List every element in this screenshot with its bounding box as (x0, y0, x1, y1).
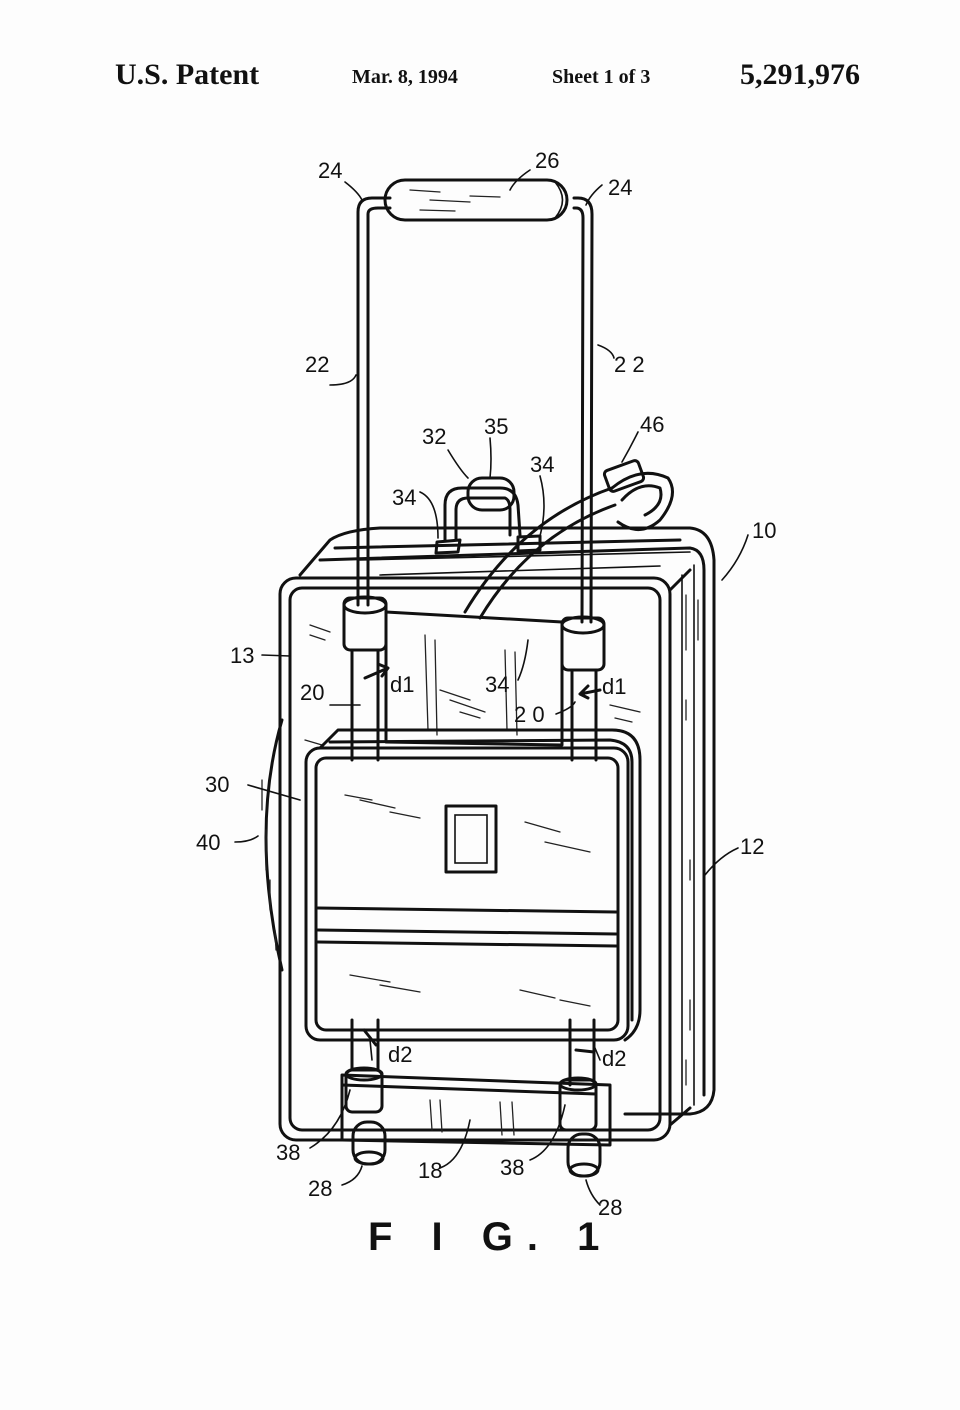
ref-35: 35 (484, 414, 508, 439)
ref-22-right: 2 2 (614, 352, 645, 377)
ref-d2-right: d2 (602, 1046, 626, 1071)
ref-32: 32 (422, 424, 446, 449)
ref-40: 40 (196, 830, 220, 855)
figure-caption: F I G. 1 (368, 1215, 613, 1259)
ref-30: 30 (205, 772, 229, 797)
ref-38-left: 38 (276, 1140, 300, 1165)
ref-d2-left: d2 (388, 1042, 412, 1067)
ref-34-top: 34 (530, 452, 554, 477)
ref-13: 13 (230, 643, 254, 668)
ref-20-left: 20 (300, 680, 324, 705)
ref-22-left: 22 (305, 352, 329, 377)
ref-28-left: 28 (308, 1176, 332, 1201)
ref-26: 26 (535, 148, 559, 173)
telescoping-handle (342, 178, 606, 1087)
ref-12: 12 (740, 834, 764, 859)
ref-34-left: 34 (392, 485, 416, 510)
ref-28-right: 28 (598, 1195, 622, 1220)
ref-34-mid: 34 (485, 672, 509, 697)
ref-24-left: 24 (318, 158, 342, 183)
attached-case (304, 728, 642, 1042)
ref-20-right: 2 0 (514, 702, 545, 727)
patent-header-date: Mar. 8, 1994 (352, 66, 458, 88)
carry-handle-and-strap (434, 459, 674, 620)
patent-header-number: 5,291,976 (740, 58, 860, 91)
patent-header-sheet: Sheet 1 of 3 (552, 66, 651, 88)
ref-d1-right: d1 (602, 674, 626, 699)
ref-10: 10 (752, 518, 776, 543)
ref-18: 18 (418, 1158, 442, 1183)
ref-46: 46 (640, 412, 664, 437)
suitcase-body (261, 526, 716, 1142)
ref-38-right: 38 (500, 1155, 524, 1180)
wheel-base (340, 1066, 612, 1178)
ref-d1-left: d1 (390, 672, 414, 697)
patent-header-title: U.S. Patent (115, 58, 260, 91)
leader-lines (234, 169, 749, 1206)
reference-numerals: 26 24 24 22 2 2 32 35 34 34 46 10 13 20 … (196, 148, 776, 1220)
ref-24-right: 24 (608, 175, 632, 200)
